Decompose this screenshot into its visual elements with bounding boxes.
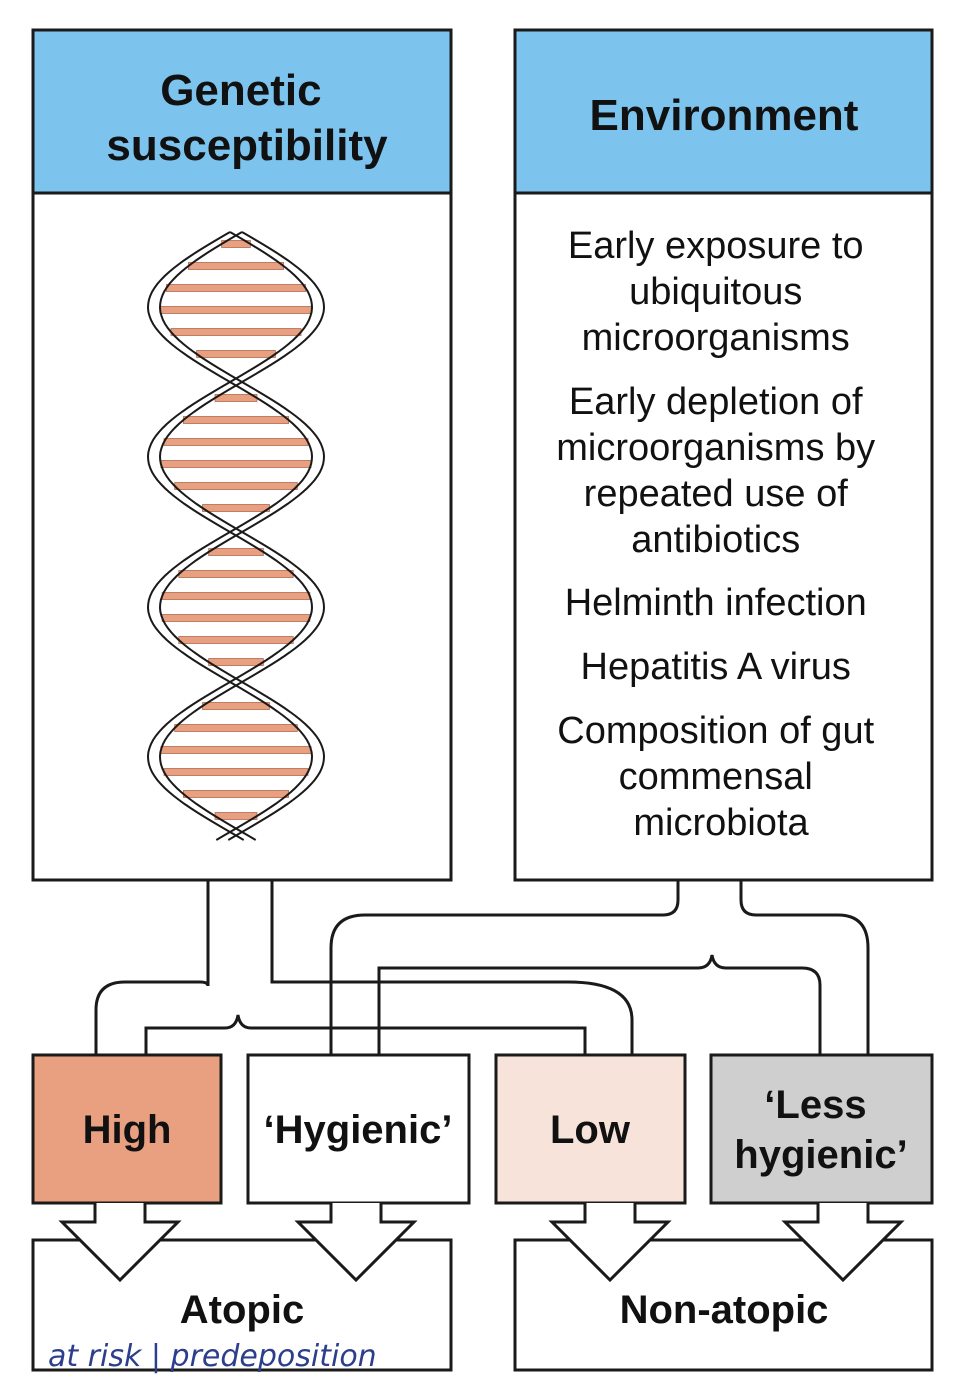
high-box [31, 1053, 223, 1205]
dna-base-pair [159, 306, 313, 314]
env-factor-3-line-1: Helminth infection [565, 582, 867, 624]
less-hygienic-label-line2: hygienic’ [734, 1133, 907, 1177]
down-arrows [58, 1203, 905, 1283]
dna-base-pair [174, 482, 298, 490]
genetic-connector-outer [94, 880, 210, 1055]
hygienic-label: ‘Hygienic’ [264, 1108, 453, 1152]
dna-base-pair [178, 636, 294, 644]
dna-base-pair [214, 394, 258, 402]
genetic-brace [144, 1014, 587, 1055]
dna-base-pair [208, 548, 264, 556]
dna-base-pair [196, 350, 276, 358]
low-label: Low [550, 1108, 631, 1152]
atopic-label: Atopic [180, 1288, 304, 1332]
svg-text:Early exposure to ubiqui: Early exposure to ubiquitous microorgani… [556, 225, 885, 844]
non-atopic-label: Non-atopic [620, 1288, 829, 1332]
genetic-susceptibility-panel: Genetic susceptibility [31, 28, 453, 882]
less-hygienic-label-line1: ‘Less [764, 1083, 866, 1127]
environment-body [513, 191, 934, 882]
dna-base-pair [163, 438, 309, 446]
environment-connector-right [739, 880, 870, 1055]
environment-panel: Environment Early exposure to ubiquitous… [513, 28, 934, 882]
env-factor-2-line-3: repeated use of [584, 473, 849, 515]
env-factor-5-line-1: Composition of gut [557, 710, 874, 752]
dna-base-pair [160, 460, 312, 468]
hygienic-box [246, 1053, 471, 1205]
dna-base-pair [208, 658, 264, 666]
environment-brace [377, 954, 822, 1055]
environment-connector-left [329, 880, 680, 1055]
env-factor-2-line-1: Early depletion of [569, 381, 863, 423]
dna-base-pair [178, 570, 294, 578]
dna-base-pair [160, 746, 312, 754]
genetic-header [31, 28, 453, 195]
dna-base-pair [161, 592, 311, 600]
genetic-title-line1: Genetic [160, 66, 321, 115]
dna-base-pair [161, 614, 311, 622]
env-factor-2-line-2: microorganisms by [556, 427, 875, 469]
dna-strand-a [158, 231, 326, 841]
dna-base-pair [166, 284, 306, 292]
less-hygienic-box [709, 1053, 934, 1205]
dna-base-pair [214, 812, 258, 820]
dna-strand-b [146, 231, 314, 841]
genetic-connector-inner [270, 880, 634, 1055]
dna-strand-b [158, 231, 326, 841]
arrow-less-hygienic-to-non-atopic [781, 1203, 905, 1283]
dna-base-pair [174, 724, 298, 732]
env-factor-4-line-1: Hepatitis A virus [581, 646, 851, 688]
env-factor-1-line-2: ubiquitous [629, 271, 802, 313]
arrow-high-to-atopic [58, 1203, 182, 1283]
arrow-hygienic-to-atopic [294, 1203, 418, 1283]
dna-helix-icon [146, 231, 326, 841]
dna-base-pair [202, 504, 270, 512]
env-factor-2-line-4: antibiotics [631, 519, 800, 561]
env-factor-5-line-3: microbiota [633, 802, 809, 844]
genetic-body [31, 191, 453, 882]
low-box [494, 1053, 687, 1205]
env-factor-1-line-1: Early exposure to [568, 225, 864, 267]
dna-base-pair [183, 416, 289, 424]
genetic-title-line2: susceptibility [106, 121, 388, 170]
environment-header [513, 28, 934, 195]
env-factor-5-line-2: commensal [619, 756, 813, 798]
handwritten-annotation: at risk | predeposition [48, 1339, 377, 1374]
svg-text:‘Less hygienic’: ‘Less hygienic’ [734, 1083, 907, 1177]
svg-text:Genetic susceptibility: Genetic susceptibility [106, 66, 388, 170]
connector-tubes [94, 880, 870, 1055]
arrow-low-to-non-atopic [548, 1203, 672, 1283]
dna-base-pair [183, 790, 289, 798]
dna-base-pair [188, 262, 284, 270]
environment-title: Environment [590, 91, 859, 140]
dna-base-pair [202, 702, 270, 710]
high-label: High [83, 1108, 172, 1152]
dna-base-pair [163, 768, 309, 776]
dna-base-pair [170, 328, 302, 336]
category-row: High ‘Hygienic’ Low ‘Less hygienic’ [31, 1053, 934, 1205]
env-factor-1-line-3: microorganisms [582, 317, 850, 359]
